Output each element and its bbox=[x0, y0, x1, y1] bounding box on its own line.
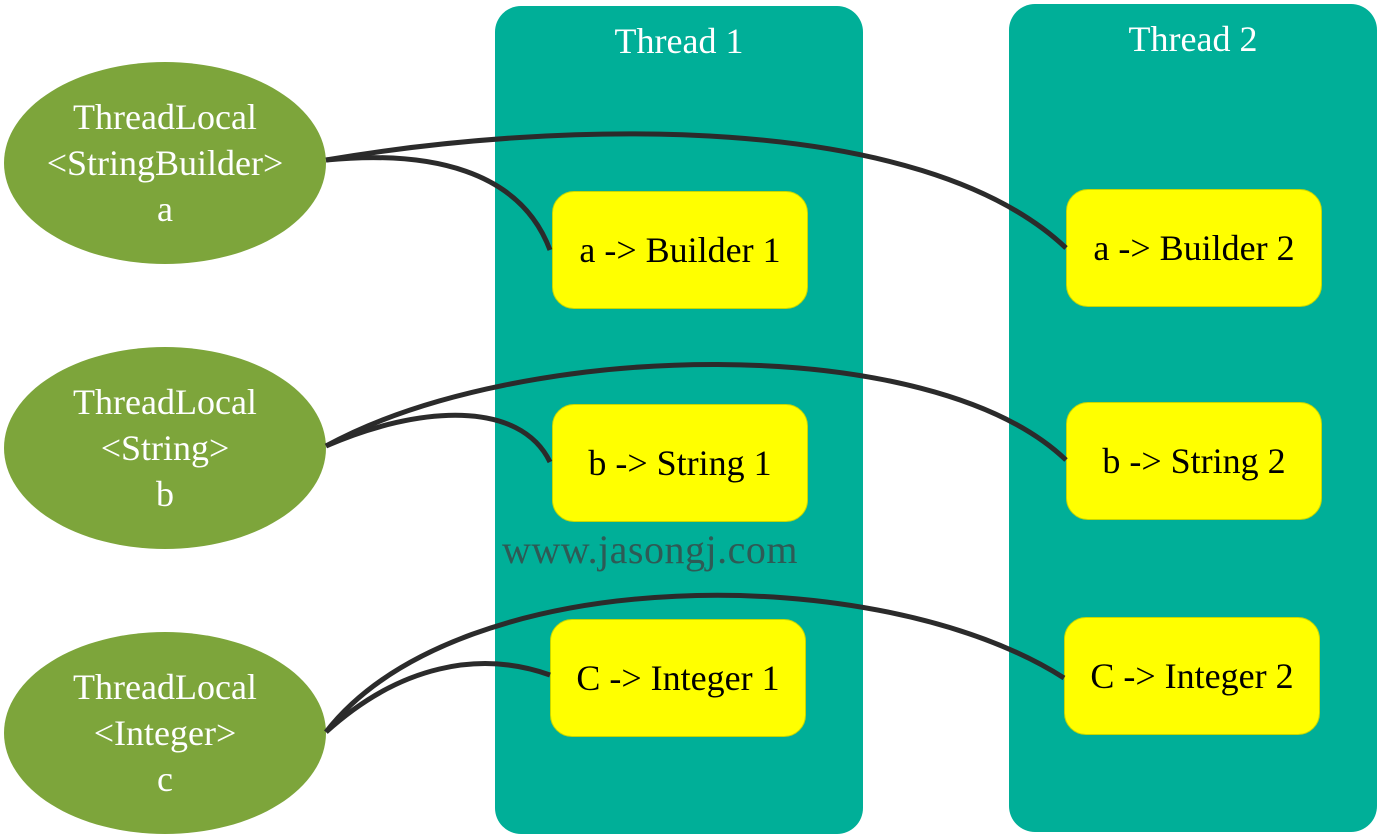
threadlocal-b-line3: b bbox=[156, 474, 174, 514]
threadlocal-c-line1: ThreadLocal bbox=[73, 667, 257, 707]
threadlocal-a: ThreadLocal <StringBuilder> a bbox=[4, 62, 326, 264]
thread-2-entry-c: C -> Integer 2 bbox=[1064, 617, 1320, 735]
entry-label: a -> Builder 2 bbox=[1093, 228, 1295, 268]
thread-2-title: Thread 2 bbox=[1128, 19, 1258, 59]
entry-label: C -> Integer 1 bbox=[576, 658, 780, 698]
threadlocal-b-line1: ThreadLocal bbox=[73, 382, 257, 422]
thread-1-entry-b: b -> String 1 bbox=[552, 404, 808, 522]
thread-1-entry-a: a -> Builder 1 bbox=[552, 191, 808, 309]
thread-1-entry-c: C -> Integer 1 bbox=[550, 619, 806, 737]
entry-label: b -> String 1 bbox=[588, 443, 772, 483]
threadlocal-c-line2: <Integer> bbox=[93, 713, 237, 753]
watermark-text: www.jasongj.com bbox=[502, 527, 798, 572]
entry-label: C -> Integer 2 bbox=[1090, 656, 1294, 696]
threadlocal-b: ThreadLocal <String> b bbox=[4, 347, 326, 549]
entry-label: b -> String 2 bbox=[1102, 441, 1286, 481]
thread-1-title: Thread 1 bbox=[614, 21, 744, 61]
threadlocal-c-line3: c bbox=[157, 759, 173, 799]
threadlocal-c: ThreadLocal <Integer> c bbox=[4, 632, 326, 834]
threadlocal-a-line3: a bbox=[157, 189, 173, 229]
threadlocal-b-line2: <String> bbox=[100, 428, 230, 468]
thread-2-entry-b: b -> String 2 bbox=[1066, 402, 1322, 520]
thread-2-entry-a: a -> Builder 2 bbox=[1066, 189, 1322, 307]
threadlocal-a-line1: ThreadLocal bbox=[73, 97, 257, 137]
threadlocal-a-line2: <StringBuilder> bbox=[46, 143, 284, 183]
entry-label: a -> Builder 1 bbox=[579, 230, 781, 270]
